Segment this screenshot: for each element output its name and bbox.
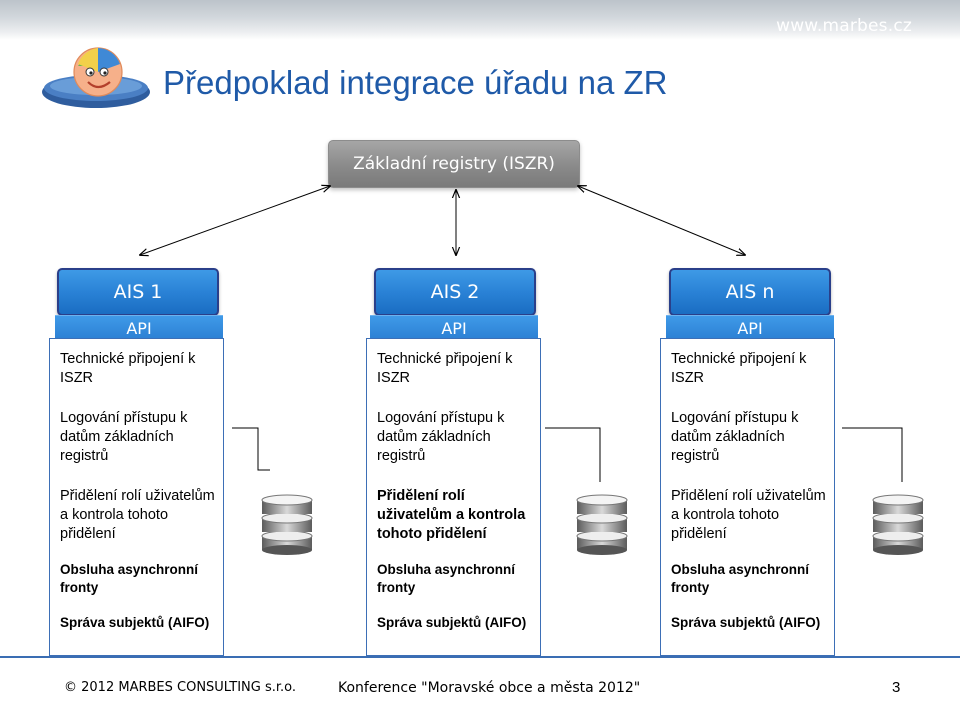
registry-box: Základní registry (ISZR) [328,140,580,188]
ais-n-api: API [666,315,834,340]
ais-n-item-technical: Technické připojení k ISZR [671,351,807,386]
page-number: 3 [892,679,901,696]
ais-1-item-logging: Logování přístupu k datům základních reg… [60,410,188,464]
database-icon [576,494,628,555]
site-url: www.marbes.cz [776,16,912,36]
footer-copyright: © 2012 MARBES CONSULTING s.r.o. [64,680,297,695]
ais-2-header: AIS 2 [374,268,536,316]
ais-n-item-roles: Přidělení rolí uživatelům a kontrola toh… [671,488,826,542]
ais-n-box: Technické připojení k ISZR Logování přís… [660,338,835,656]
ais-n-header: AIS n [669,268,831,316]
ais-1-api: API [55,315,223,340]
footer-conference: Konference "Moravské obce a města 2012" [338,680,641,696]
ais-1-box: Technické připojení k ISZR Logování přís… [49,338,224,656]
ais-2-item-subjects: Správa subjektů (AIFO) [377,615,527,630]
ais-2-item-technical: Technické připojení k ISZR [377,351,513,386]
ais-1-header: AIS 1 [57,268,219,316]
ais-n-item-async: Obsluha asynchronní fronty [671,562,810,595]
footer-divider [0,656,960,658]
page-title: Předpoklad integrace úřadu na ZR [163,64,668,101]
top-band [0,0,960,40]
ais-2-item-roles: Přidělení rolí uživatelům a kontrola toh… [377,488,526,542]
arrow-registry-aisn [578,186,745,255]
connector-ais-1 [232,427,270,471]
connector-ais-2 [545,427,601,482]
ais-2-item-logging: Logování přístupu k datům základních reg… [377,410,505,464]
ais-1-item-technical: Technické připojení k ISZR [60,351,196,386]
marbes-logo [42,47,150,108]
database-icon [872,494,924,555]
ais-2-api: API [370,315,538,340]
ais-n-item-logging: Logování přístupu k datům základních reg… [671,410,799,464]
arrow-registry-ais1 [140,186,330,255]
ais-2-box: Technické připojení k ISZR Logování přís… [366,338,541,656]
ais-1-item-async: Obsluha asynchronní fronty [60,562,199,595]
ais-2-item-async: Obsluha asynchronní fronty [377,562,516,595]
ais-1-item-subjects: Správa subjektů (AIFO) [60,615,210,630]
connector-ais-n [842,427,903,482]
ais-n-item-subjects: Správa subjektů (AIFO) [671,615,821,630]
ais-1-item-roles: Přidělení rolí uživatelům a kontrola toh… [60,488,215,542]
database-icon [261,494,313,555]
